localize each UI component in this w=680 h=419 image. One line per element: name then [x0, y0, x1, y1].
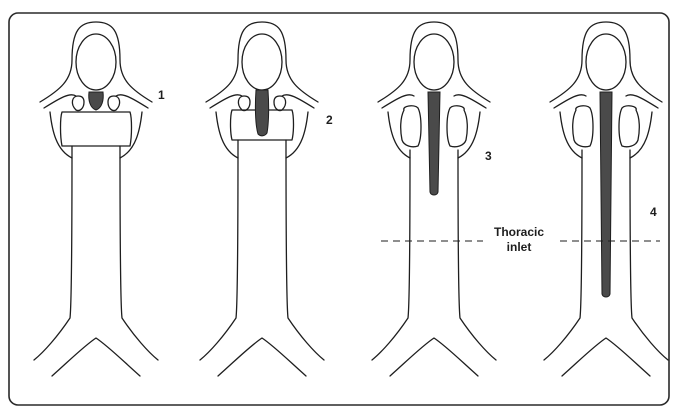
figure-border [9, 13, 669, 405]
thoracic-inlet-label-line2: inlet [507, 240, 532, 254]
stenosis-mark-4 [600, 92, 612, 297]
stenosis-mark-3 [428, 92, 440, 195]
thoracic-inlet-label-line1: Thoracic [494, 225, 544, 239]
stage-label-3: 3 [485, 149, 492, 163]
stage-label-1: 1 [158, 88, 165, 102]
stage-label-2: 2 [326, 113, 333, 127]
stage-label-4: 4 [650, 205, 657, 219]
stenosis-mark-2 [255, 90, 268, 136]
